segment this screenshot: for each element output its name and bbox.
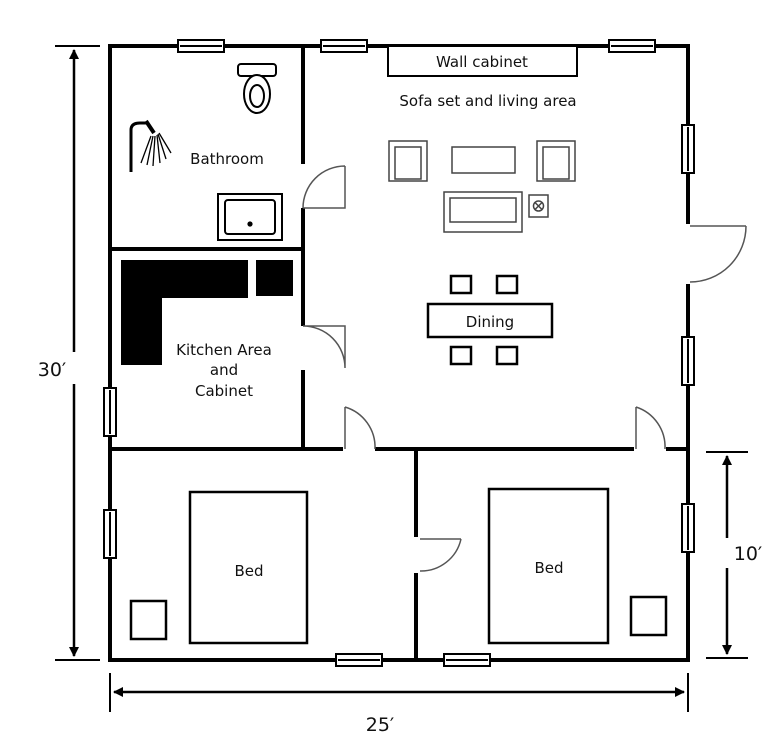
toilet-icon [237,63,277,114]
height-dimension-label: 30′ [38,359,67,381]
doors [300,164,747,573]
kitchen-label-line1: Kitchen Area [176,341,272,359]
bedroom-depth-dimension-label: 10′ [734,543,763,565]
bathroom-label: Bathroom [190,150,264,168]
kitchen-appliance [256,260,293,296]
kitchen-cabinet [121,260,293,365]
sink-icon [217,193,283,241]
dining-chair [495,345,519,366]
dining-chair [495,274,519,295]
nightstand-left [129,599,168,641]
living-area-label: Sofa set and living area [399,92,576,110]
dining-set [426,274,554,366]
coffee-table [451,146,516,174]
dining-label: Dining [466,313,514,331]
bed-left-label: Bed [234,562,263,580]
wall-cabinet [387,45,578,77]
bed-left [188,490,309,645]
dimension-width: 25′ [109,673,689,736]
dining-chair [449,274,473,295]
door-swing-bedroom-left [344,406,376,450]
dining-chair [449,345,473,366]
bedroom-right-furniture [487,487,668,645]
kitchen-label-line2: and [210,361,238,379]
dimension-height: 30′ [38,45,102,661]
bedroom-left-furniture [129,490,309,645]
door-swing-bathroom [302,165,346,209]
nightstand-right [629,595,668,637]
windows [103,39,695,667]
bed-right [487,487,610,645]
sofa [443,191,523,233]
door-swing-kitchen [302,325,346,369]
door-swing-entrance [689,225,747,283]
side-table-icon [528,194,549,218]
door-swing-bedroom-middle [419,538,462,572]
shower-icon [129,119,172,172]
armchair-right [536,140,576,182]
door-swing-bedroom-right [635,406,666,450]
sofa-set [388,140,576,233]
dimension-bedroom-depth: 10′ [706,451,763,659]
kitchen-label-line3: Cabinet [195,382,253,400]
bed-right-label: Bed [534,559,563,577]
dining-table [426,302,554,339]
armchair-left [388,140,428,182]
width-dimension-label: 25′ [366,714,395,736]
wall-cabinet-label: Wall cabinet [436,53,528,71]
